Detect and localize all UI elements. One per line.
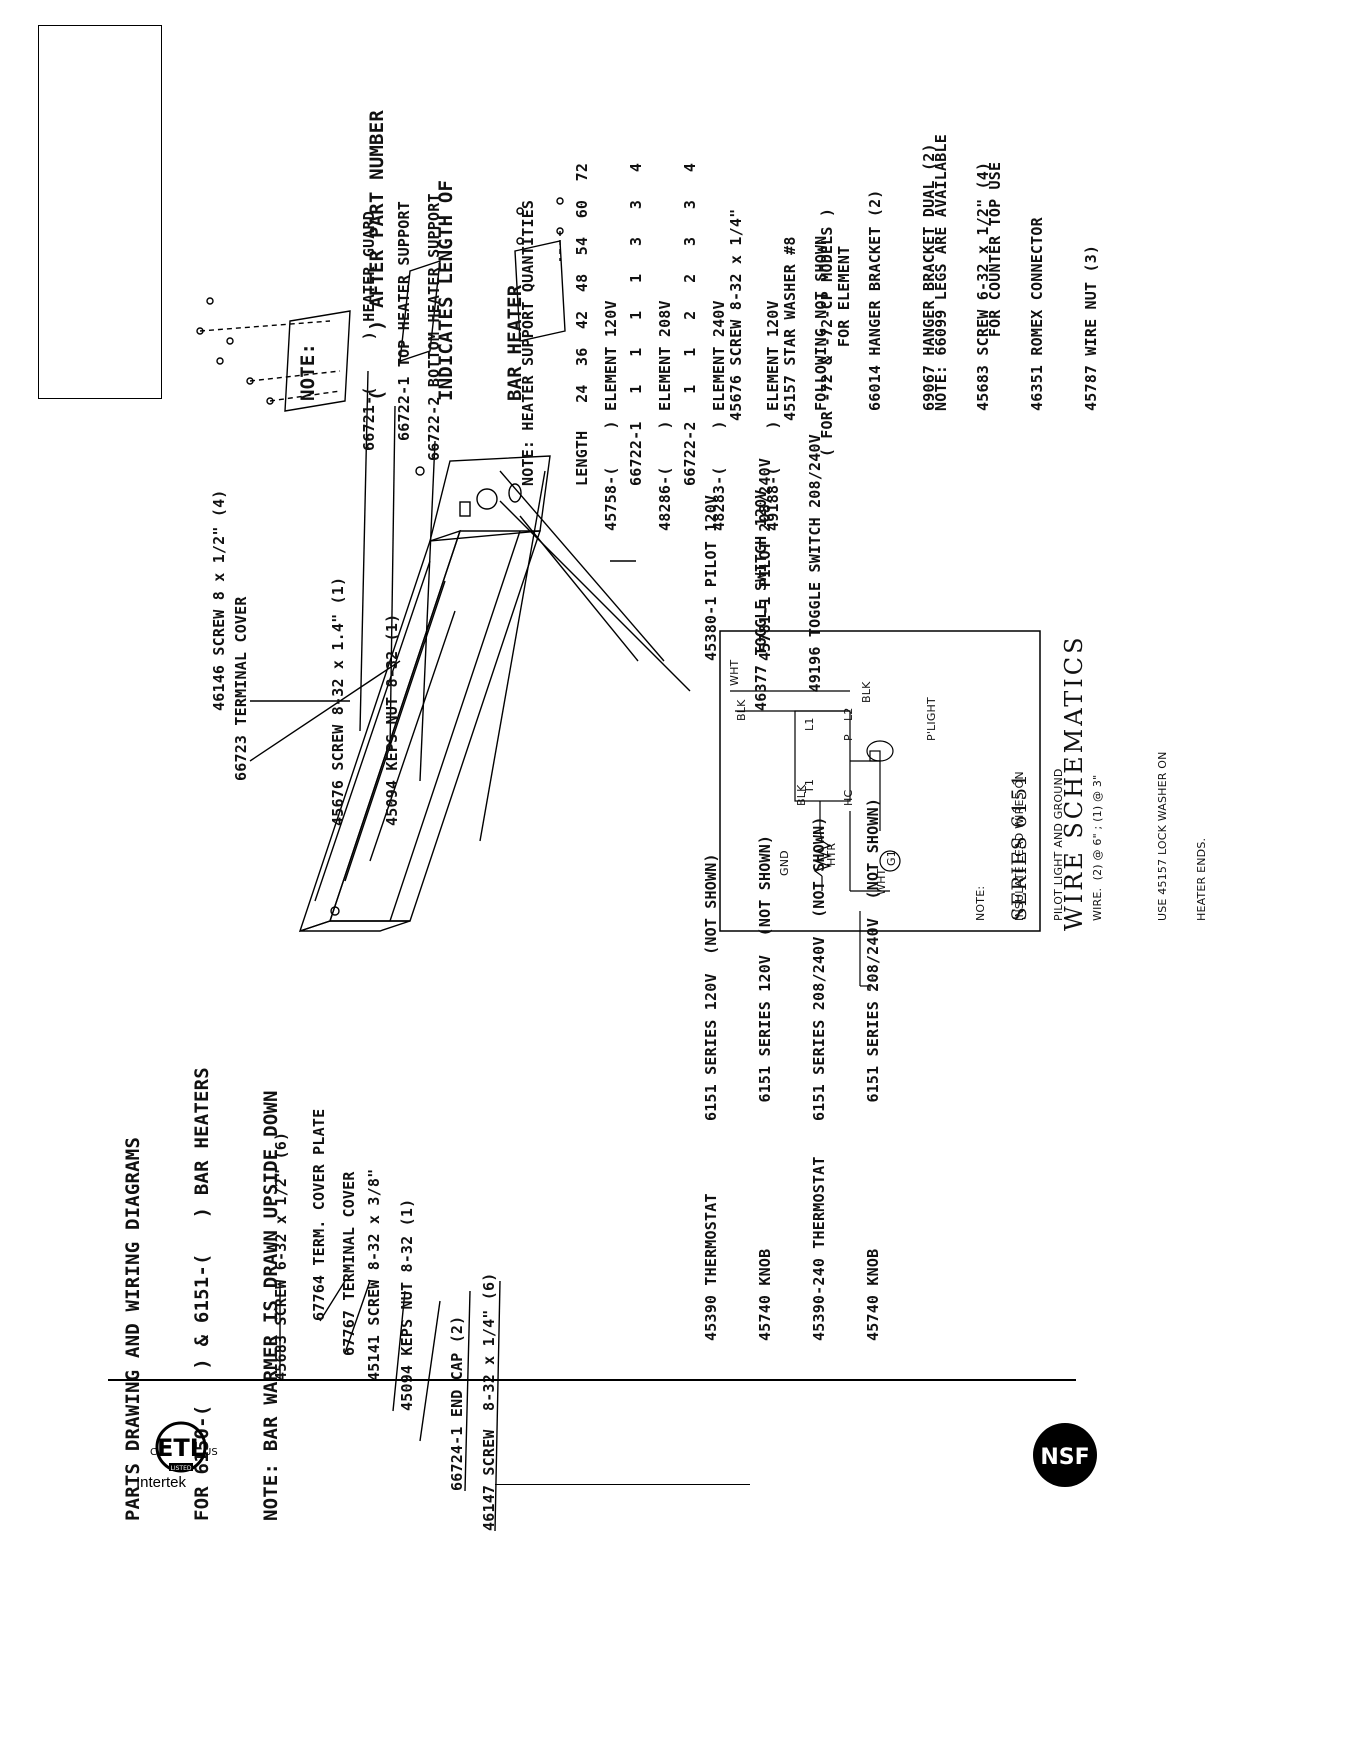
leader-heater-guard (359, 370, 369, 732)
signature-line (495, 1484, 750, 1485)
thermostat-knob (476, 488, 498, 510)
terminal-box (429, 455, 551, 542)
toggle-208v: 49196 TOGGLE SWITCH 208/240V (806, 434, 824, 711)
callout-heater-guard: 66721-( ) HEATER GUARD (360, 211, 378, 451)
leader-star-washer (499, 470, 665, 662)
label-blk-2: BLK (860, 681, 873, 704)
legs-note: NOTE: 66099 LEGS ARE AVAILABLE FOR COUNT… (860, 134, 1076, 411)
leader-top-support (389, 405, 396, 752)
callout-screw-8-32: 45676 SCREW 8-32 x 1.4" (1) (329, 576, 347, 826)
label-l1: L1 (803, 717, 816, 731)
knob-240v: 45740 KNOB (864, 1248, 882, 1341)
thermostat-120v: 45390 THERMOSTAT (702, 1193, 720, 1341)
callout-keps-nut: 45094 KEPS NUT 8-32 (1) (383, 613, 401, 826)
series-6151-label: SERIES 6151 (1007, 773, 1031, 921)
callout-screw-8-32x1-4: 46147 SCREW 8-32 x 1/4" (6) (480, 1272, 498, 1531)
legs-note-line-1: NOTE: 66099 LEGS ARE AVAILABLE (932, 134, 950, 411)
etl-c-mark: C (150, 1447, 157, 1458)
footer-rule (108, 1379, 1076, 1381)
series-120v-a: 6151 SERIES 120V (NOT SHOWN) (702, 853, 720, 1121)
leader-pilot (519, 515, 639, 662)
leader-terminal-cover (249, 660, 401, 762)
schematic-note-4: USE 45157 LOCK WASHER ON (1156, 751, 1169, 921)
series-120v-b: 6151 SERIES 120V (NOT SHOWN) (756, 834, 774, 1121)
terminal-cover-small (399, 259, 441, 363)
label-wht-2: WHT (875, 868, 888, 895)
label-l2: L2 (842, 707, 855, 721)
thermostat-240v: 45390-240 THERMOSTAT (810, 1156, 828, 1341)
label-heater: HTR (825, 842, 838, 866)
toggle-list: 46377 TOGGLE SWITCH 120V 49196 TOGGLE SW… (680, 434, 896, 711)
callout-term-cover-plate: 67764 TERM. COVER PLATE (310, 1108, 328, 1321)
cover-plate (284, 310, 351, 412)
schematic-note-label: NOTE: (974, 885, 987, 921)
label-ground: GND (778, 850, 791, 876)
label-t1: T1 (803, 778, 816, 793)
series-240v-b: 6151 SERIES 208/240V (NOT SHOWN) (864, 797, 882, 1121)
label-p: P (842, 734, 855, 741)
label-pilot-light: P'LIGHT (925, 697, 938, 741)
label-hc: HC (842, 789, 855, 806)
leader-toggle (499, 500, 691, 692)
etl-us-mark: US (204, 1447, 218, 1458)
callout-bottom-support: 66722-2 BOTTOM HEATER SUPPORT (425, 193, 443, 461)
etl-listed-logo: ETL C US LISTED (150, 1421, 218, 1473)
callout-terminal-cover: 66723 TERMINAL COVER (232, 596, 250, 781)
not-shown-header: FOLLOWING NOT SHOWN (812, 235, 830, 411)
intertek-label: Intertek (136, 1474, 187, 1491)
nsf-logo: NSF (1033, 1423, 1097, 1487)
label-g1: G1 (885, 850, 898, 866)
toggle-120v: 46377 TOGGLE SWITCH 120V (752, 489, 770, 711)
schematic-note-3: WIRE. (2) @ 6" ; (1) @ 3" (1091, 774, 1104, 921)
element-120v: 45758-( ) ELEMENT 120V (602, 300, 620, 531)
callout-screw-8-32x3-8: 45141 SCREW 8-32 x 3/8" (365, 1168, 383, 1381)
label-wht-1: WHT (728, 659, 741, 686)
blank-box (38, 25, 162, 399)
callout-top-support: 66722-1 TOP HEATER SUPPORT (395, 201, 413, 441)
not-shown-wire-nut: 45787 WIRE NUT (3) (1082, 244, 1100, 411)
callout-end-cap: 66724-1 END CAP (2) (448, 1315, 466, 1491)
schematic-note-5: HEATER ENDS. (1195, 837, 1208, 921)
thermostat-list: 45390 THERMOSTAT 45740 KNOB 45390-240 TH… (630, 1156, 954, 1341)
wire-schematics-title: WIRE SCHEMATICS (1060, 634, 1088, 931)
etl-listed-text: LISTED (171, 1465, 192, 1472)
callout-screw-keps: 45676 SCREW 8-32 x 1.4" (1) 45094 KEPS N… (257, 577, 473, 826)
schematic-wiring (730, 690, 901, 991)
label-blk-1: BLK (735, 699, 748, 722)
note-label: NOTE: (297, 342, 319, 401)
callout-screw-6-32: 45683 SCREW 6-32 x 1/2" (6) (272, 1131, 290, 1381)
legs-note-line-2: FOR COUNTER TOP USE (986, 161, 1004, 411)
svg-text:ETL: ETL (157, 1434, 205, 1462)
callout-terminal-cover-67767: 67767 TERMINAL COVER (340, 1171, 358, 1356)
leader-bottom-support (419, 440, 436, 782)
series-list: 6151 SERIES 120V (NOT SHOWN) 6151 SERIES… (630, 798, 954, 1121)
knob-120v: 45740 KNOB (756, 1248, 774, 1341)
schematic-notes: NOTE: INSULATE LEAD WIRES ON PILOT LIGHT… (922, 751, 1260, 921)
nsf-text: NSF (1040, 1445, 1089, 1470)
callout-screw-8x1-2: 46146 SCREW 8 x 1/2" (4) (210, 489, 228, 711)
schematic-frame (719, 630, 1041, 932)
